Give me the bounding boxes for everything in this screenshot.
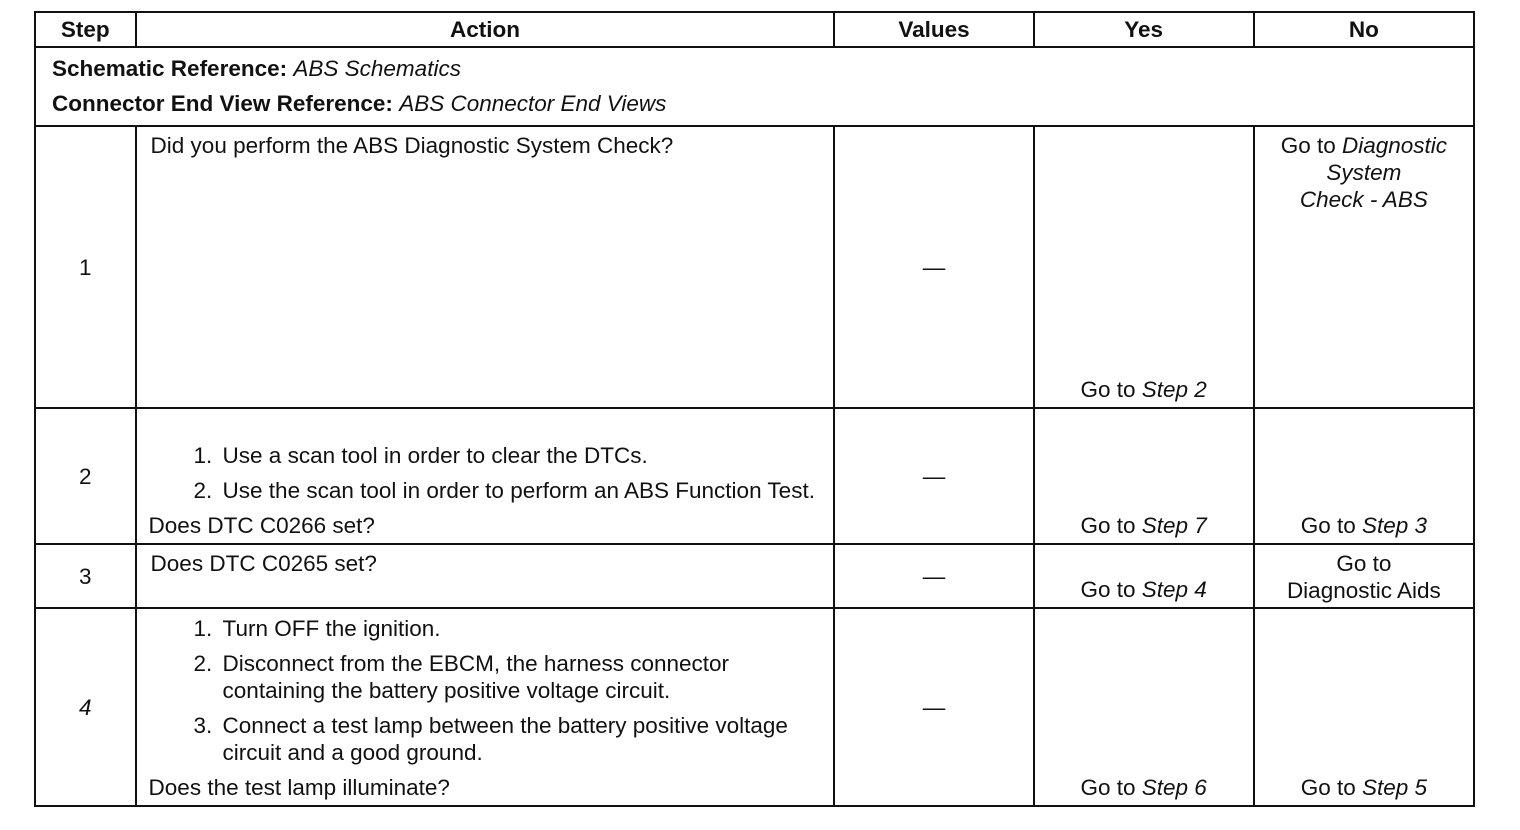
- step-number: 3: [34, 543, 137, 609]
- no-cell: Go to Step 3: [1252, 407, 1476, 545]
- yes-link[interactable]: Step 4: [1141, 577, 1207, 602]
- action-item: Use the scan tool in order to perform an…: [219, 477, 824, 504]
- yes-prefix: Go to: [1080, 377, 1142, 402]
- action-question: Does DTC C0266 set?: [148, 513, 375, 538]
- schematic-reference: Schematic Reference: ABS Schematics: [52, 51, 1473, 86]
- table-row: 4 Turn OFF the ignition. Disconnect from…: [34, 607, 1476, 807]
- schematic-reference-label: Schematic Reference:: [52, 56, 288, 81]
- action-cell: Does DTC C0265 set?: [134, 543, 836, 609]
- action-question: Does the test lamp illuminate?: [148, 775, 450, 800]
- no-link[interactable]: Diagnostic Aids: [1286, 578, 1441, 603]
- action-cell: Use a scan tool in order to clear the DT…: [134, 407, 836, 545]
- action-item: Disconnect from the EBCM, the harness co…: [219, 650, 824, 704]
- yes-cell: Go to Step 6: [1032, 607, 1255, 807]
- no-prefix: Go to: [1300, 513, 1362, 538]
- yes-prefix: Go to: [1080, 577, 1142, 602]
- step-number: 1: [34, 125, 137, 409]
- reference-row: Schematic Reference: ABS Schematics Conn…: [34, 46, 1475, 127]
- diagnostic-table-sheet: Step Action Values Yes No Schematic Refe…: [34, 11, 1476, 807]
- no-cell: Go to Step 5: [1252, 607, 1476, 807]
- no-link-part[interactable]: Check - ABS: [1299, 187, 1428, 212]
- action-list: Turn OFF the ignition. Disconnect from t…: [149, 615, 824, 766]
- yes-link[interactable]: Step 6: [1141, 775, 1207, 800]
- table-row: 3 Does DTC C0265 set? — Go to Step 4 Go …: [34, 543, 1476, 609]
- table-row: 2 Use a scan tool in order to clear the …: [34, 407, 1476, 545]
- diagnostic-table: Step Action Values Yes No Schematic Refe…: [34, 11, 1476, 807]
- action-item: Connect a test lamp between the battery …: [219, 712, 824, 766]
- action-cell: Turn OFF the ignition. Disconnect from t…: [134, 607, 836, 807]
- step-number: 2: [34, 407, 137, 545]
- values-cell: —: [833, 125, 1035, 409]
- connector-reference-link[interactable]: ABS Connector End Views: [399, 91, 667, 116]
- table-row: 1 Did you perform the ABS Diagnostic Sys…: [34, 125, 1476, 409]
- header-action: Action: [134, 11, 836, 48]
- header-row: Step Action Values Yes No: [34, 11, 1476, 48]
- no-link[interactable]: Step 3: [1361, 513, 1428, 538]
- yes-link[interactable]: Step 2: [1141, 377, 1207, 402]
- action-list: Use a scan tool in order to clear the DT…: [149, 442, 824, 504]
- no-cell: Go to Diagnostic System Check - ABS: [1252, 125, 1476, 409]
- yes-prefix: Go to: [1080, 513, 1142, 538]
- values-cell: —: [833, 607, 1035, 807]
- no-cell: Go to Diagnostic Aids: [1252, 543, 1476, 609]
- yes-cell: Go to Step 2: [1032, 125, 1255, 409]
- header-yes: Yes: [1032, 11, 1255, 48]
- header-values: Values: [833, 11, 1035, 48]
- schematic-reference-link[interactable]: ABS Schematics: [293, 56, 461, 81]
- header-no: No: [1252, 11, 1476, 48]
- action-question: Did you perform the ABS Diagnostic Syste…: [150, 133, 674, 158]
- no-prefix: Go to: [1280, 133, 1342, 158]
- yes-cell: Go to Step 7: [1032, 407, 1255, 545]
- action-item: Use a scan tool in order to clear the DT…: [219, 442, 824, 469]
- action-cell: Did you perform the ABS Diagnostic Syste…: [134, 125, 836, 409]
- no-link-part[interactable]: Diagnostic: [1341, 133, 1448, 158]
- yes-prefix: Go to: [1080, 775, 1142, 800]
- reference-cell: Schematic Reference: ABS Schematics Conn…: [34, 46, 1475, 127]
- no-link[interactable]: Step 5: [1361, 775, 1428, 800]
- step-number: 4: [34, 607, 137, 807]
- action-question: Does DTC C0265 set?: [150, 551, 377, 576]
- no-text: Go to: [1336, 551, 1392, 576]
- action-item: Turn OFF the ignition.: [219, 615, 824, 642]
- values-cell: —: [833, 543, 1035, 609]
- no-prefix: Go to: [1300, 775, 1362, 800]
- header-step: Step: [34, 11, 137, 48]
- yes-link[interactable]: Step 7: [1141, 513, 1207, 538]
- yes-cell: Go to Step 4: [1032, 543, 1255, 609]
- connector-reference-label: Connector End View Reference:: [52, 91, 393, 116]
- values-cell: —: [833, 407, 1035, 545]
- no-link-part[interactable]: System: [1326, 160, 1402, 185]
- connector-reference: Connector End View Reference: ABS Connec…: [52, 86, 1473, 121]
